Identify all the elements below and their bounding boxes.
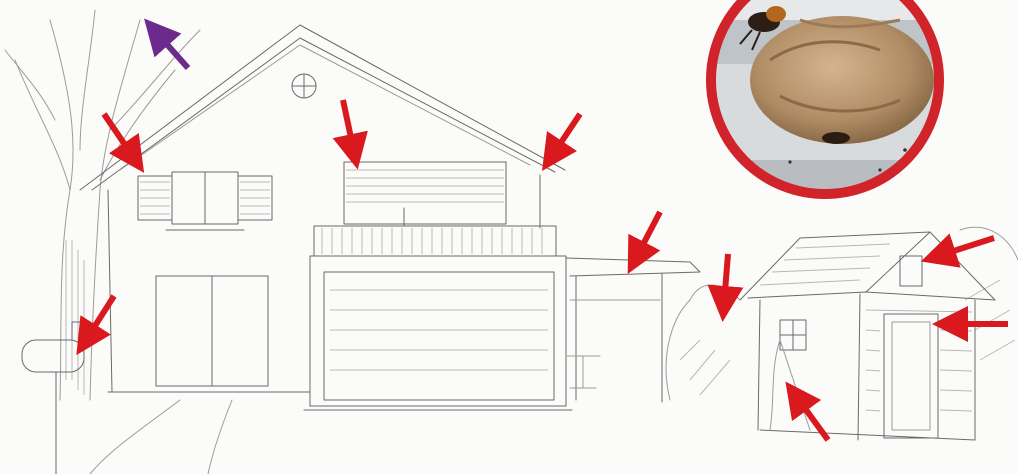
arrow-blind-box — [343, 100, 354, 152]
bushes — [666, 227, 1018, 400]
arrow-tree — [156, 32, 188, 68]
tree — [5, 10, 200, 400]
arrow-mailbox — [86, 296, 114, 340]
arrow-carport — [636, 212, 660, 258]
arrow-shed-wall — [796, 396, 828, 440]
mailbox — [22, 322, 84, 474]
arrow-shed-roof — [938, 238, 994, 256]
arrow-bush — [724, 254, 728, 304]
nest — [750, 16, 934, 144]
main-house — [80, 25, 700, 474]
arrow-roof-right — [552, 114, 580, 156]
wasp-nest-photo-inset — [700, 0, 960, 200]
garden-shed — [740, 232, 995, 440]
